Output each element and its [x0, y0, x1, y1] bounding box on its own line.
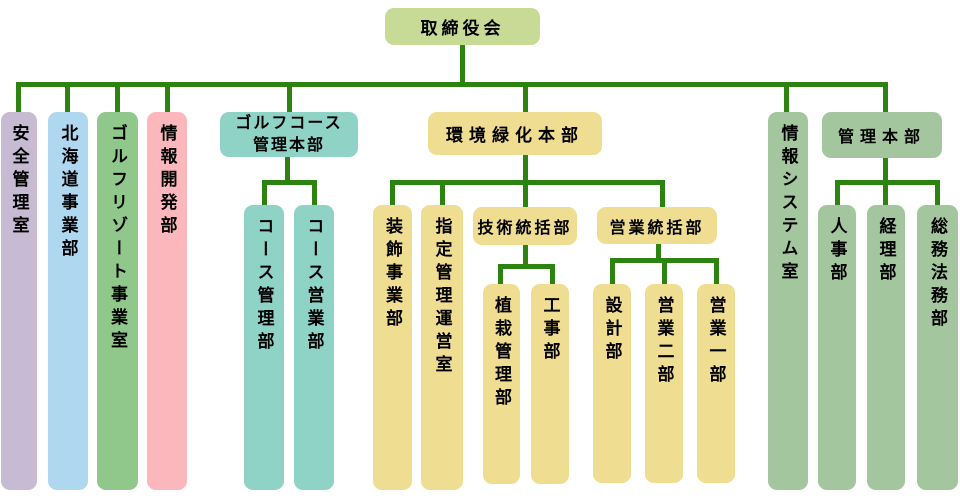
node-board-of-directors: 取締役会	[385, 8, 540, 45]
node-sales-supervision-dept-label: 営業統括部	[609, 219, 705, 237]
connector-golf-hq-stem	[285, 156, 290, 185]
node-sales-dept-1: 営業一部	[697, 284, 735, 483]
connector-env-stem	[523, 154, 528, 185]
node-hokkaido-division: 北海道事業部	[48, 112, 88, 490]
connector-drop-mgmt-hq	[883, 82, 888, 114]
node-management-hq-label: 管理本部	[837, 129, 926, 146]
connector-drop-sales-2	[662, 258, 667, 286]
node-course-sales-dept: コース営業部	[294, 205, 334, 490]
connector-golf-children-rail	[262, 180, 317, 185]
connector-drop-golf-resort	[115, 82, 120, 114]
node-construction-dept: 工事部	[531, 284, 569, 484]
connector-technical-stem	[523, 244, 528, 267]
connector-drop-general-legal	[935, 180, 940, 208]
node-sales-dept-2-label: 営業二部	[654, 296, 674, 388]
connector-mgmt-stem	[883, 157, 888, 185]
connector-drop-course-mgmt	[262, 180, 267, 208]
node-management-hq: 管理本部	[822, 112, 942, 158]
node-safety-office-label: 安全管理室	[9, 124, 29, 239]
connector-board-stem	[460, 45, 465, 87]
node-course-management-dept: コース管理部	[244, 205, 284, 490]
node-designated-management-office-label: 指定管理運営室	[432, 217, 452, 378]
node-hr-dept: 人事部	[818, 205, 856, 490]
node-designated-management-office: 指定管理運営室	[421, 205, 463, 490]
connector-drop-technical	[523, 180, 528, 210]
node-general-affairs-legal-dept-label: 総務法務部	[928, 217, 947, 332]
node-hokkaido-division-label: 北海道事業部	[58, 124, 78, 262]
connector-drop-sales-1	[714, 258, 719, 286]
node-environment-greening-hq: 環境緑化本部	[428, 112, 602, 155]
connector-sales-sup-stem	[656, 243, 661, 262]
node-golf-resort-office-label: ゴルフリゾート事業室	[108, 124, 127, 354]
node-accounting-dept: 経理部	[867, 205, 905, 490]
node-golf-resort-office: ゴルフリゾート事業室	[97, 112, 138, 490]
connector-main-rail	[16, 82, 888, 87]
node-board-label: 取締役会	[420, 19, 505, 38]
node-environment-greening-hq-label: 環境緑化本部	[446, 126, 584, 145]
node-technical-supervision-dept-label: 技術統括部	[477, 220, 573, 237]
node-hr-dept-label: 人事部	[827, 217, 847, 286]
node-design-dept: 設計部	[593, 284, 631, 483]
connector-drop-info-system	[784, 82, 789, 114]
connector-drop-env-hq	[523, 82, 528, 114]
node-safety-office: 安全管理室	[1, 112, 37, 490]
node-sales-supervision-dept: 営業統括部	[597, 207, 717, 244]
connector-drop-safety	[16, 82, 21, 114]
connector-drop-designated	[440, 180, 445, 208]
node-construction-dept-label: 工事部	[540, 296, 560, 365]
node-info-system-office: 情報システム室	[768, 112, 808, 490]
node-golf-course-hq-label-line2: 管理本部	[252, 136, 325, 154]
node-info-system-office-label: 情報システム室	[778, 124, 798, 285]
connector-drop-course-sales	[312, 180, 317, 208]
node-planting-management-dept-label: 植栽管理部	[492, 296, 511, 411]
node-decoration-business-dept-label: 装飾事業部	[383, 217, 402, 332]
connector-drop-construction	[550, 264, 555, 286]
connector-drop-design	[610, 258, 615, 286]
node-golf-course-hq-label-line1: ゴルフコース	[235, 114, 343, 132]
connector-technical-children-rail	[498, 264, 555, 269]
connector-drop-sales-sup	[660, 180, 665, 210]
connector-drop-info-dev	[165, 82, 170, 114]
connector-drop-accounting	[883, 180, 888, 208]
node-decoration-business-dept: 装飾事業部	[373, 205, 412, 490]
connector-drop-planting	[498, 264, 503, 286]
node-sales-dept-2: 営業二部	[645, 284, 683, 483]
connector-drop-hokkaido	[65, 82, 70, 114]
node-course-sales-dept-label: コース営業部	[304, 217, 324, 355]
connector-drop-golf-hq	[287, 82, 292, 114]
node-accounting-dept-label: 経理部	[876, 217, 896, 286]
node-general-affairs-legal-dept: 総務法務部	[917, 205, 958, 490]
node-info-development-dept: 情報開発部	[147, 112, 187, 490]
node-technical-supervision-dept: 技術統括部	[473, 207, 577, 245]
connector-drop-decoration	[390, 180, 395, 208]
node-design-dept-label: 設計部	[602, 296, 622, 365]
node-planting-management-dept: 植栽管理部	[483, 284, 520, 484]
node-sales-dept-1-label: 営業一部	[706, 296, 726, 388]
node-golf-course-hq: ゴルフコース 管理本部	[220, 112, 358, 157]
node-info-development-dept-label: 情報開発部	[157, 124, 177, 239]
connector-drop-hr	[835, 180, 840, 208]
node-course-management-dept-label: コース管理部	[254, 217, 274, 355]
